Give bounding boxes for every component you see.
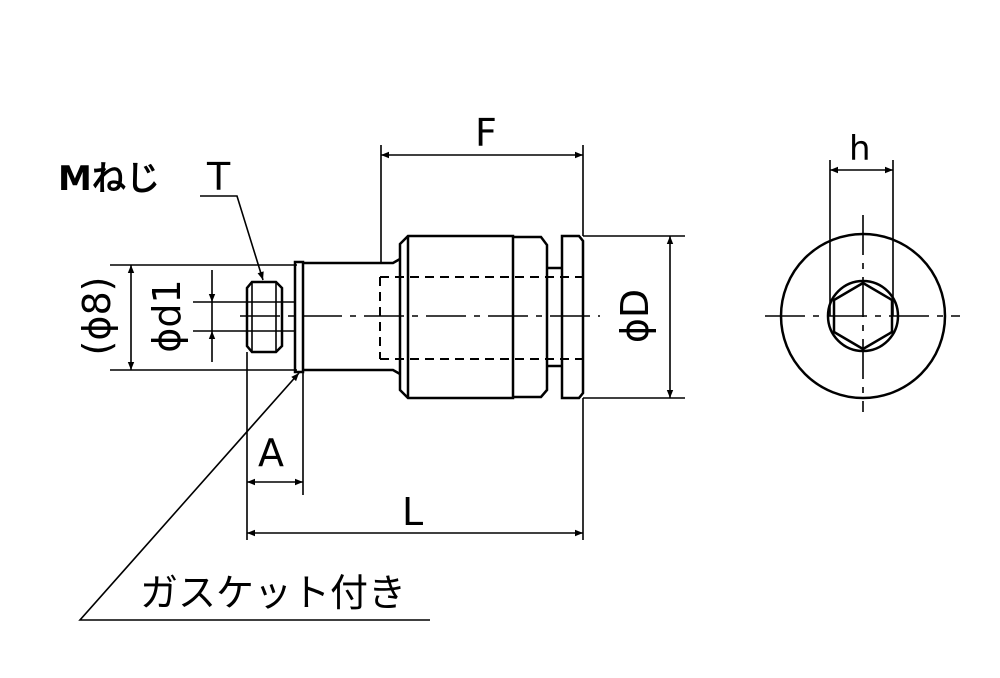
text-labels: Mねじ T F ϕD (ϕ8) ϕd1 A L h ガスケット付き: [58, 111, 871, 615]
label-thread-t: T: [206, 155, 231, 199]
label-phi8: (ϕ8): [75, 277, 119, 356]
label-thread: Mねじ: [58, 159, 160, 199]
side-view: [240, 234, 600, 400]
label-gasket: ガスケット付き: [140, 571, 406, 615]
gasket: [293, 260, 305, 374]
label-phiD: ϕD: [613, 289, 657, 343]
end-ring: [560, 234, 585, 400]
dimensions: [78, 145, 685, 621]
end-view: [765, 160, 960, 412]
body-hex: [398, 234, 515, 400]
neck: [303, 257, 401, 376]
label-L: L: [402, 490, 423, 534]
label-phid1: ϕd1: [145, 279, 189, 352]
label-A: A: [258, 431, 284, 475]
label-F: F: [475, 111, 497, 155]
body-mid: [513, 235, 549, 399]
label-h: h: [849, 129, 871, 169]
